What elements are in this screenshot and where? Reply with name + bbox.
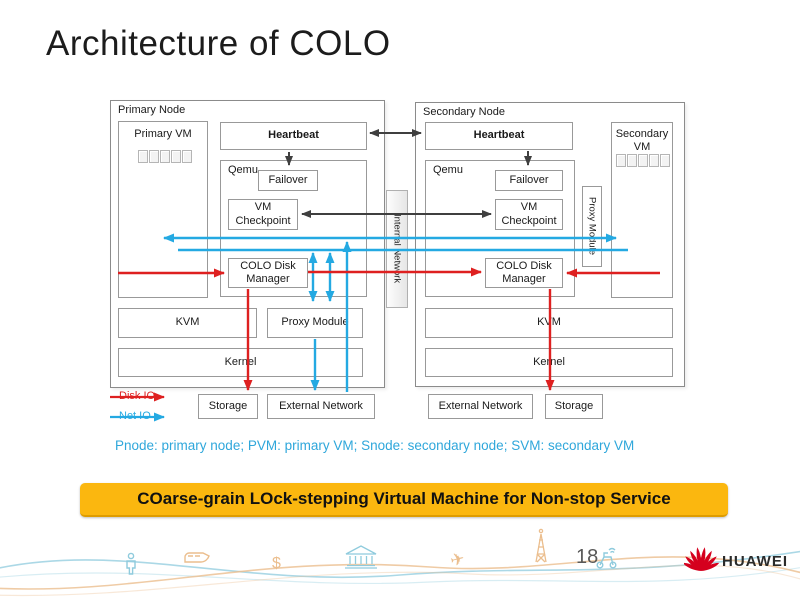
vcpu-square [182,150,192,163]
primary-external-network-box: External Network [267,394,375,419]
internal-network-box: Internal Network [386,190,408,308]
huawei-flower-icon [684,547,720,571]
vcpu-square [649,154,659,167]
vcpu-square [160,150,170,163]
primary-kvm-box: KVM [118,308,257,338]
legend-net-io: Net IO [119,410,151,422]
primary-failover-box: Failover [258,170,318,191]
primary-vm-vcpu-squares [138,150,192,163]
vcpu-square [149,150,159,163]
primary-qemu-label: Qemu [228,164,258,176]
secondary-vm-checkpoint-box: VM Checkpoint [495,199,563,230]
footer-decoration: $ ✈ [0,528,800,597]
page-number: 18 [576,546,599,568]
primary-heartbeat-box: Heartbeat [220,122,367,150]
scooter-icon [596,547,617,569]
primary-kernel-box: Kernel [118,348,363,377]
bank-icon [345,545,377,569]
secondary-vm-label: Secondary VM [615,128,669,154]
plane-icon: ✈ [448,549,467,572]
abbreviation-caption: Pnode: primary node; PVM: primary VM; Sn… [115,438,635,453]
wave-tan [0,556,800,590]
secondary-kvm-box: KVM [425,308,673,338]
banner: COarse-grain LOck-stepping Virtual Machi… [80,483,728,517]
secondary-failover-box: Failover [495,170,563,191]
primary-colo-disk-manager-box: COLO Disk Manager [228,258,308,288]
dollar-icon: $ [272,555,281,572]
wave-teal-faint [0,567,800,585]
secondary-qemu-label: Qemu [433,164,463,176]
secondary-kernel-box: Kernel [425,348,673,377]
train-icon [184,552,210,563]
vcpu-square [171,150,181,163]
vcpu-square [627,154,637,167]
secondary-vm-vcpu-squares [616,154,670,167]
slide-title: Architecture of COLO [46,24,391,63]
primary-node-title: Primary Node [118,104,186,116]
huawei-logo: HUAWEI [684,547,788,571]
secondary-heartbeat-box: Heartbeat [425,122,573,150]
secondary-colo-disk-manager-box: COLO Disk Manager [485,258,563,288]
tower-icon [535,528,547,563]
primary-vm-box: Primary VM [118,121,208,298]
primary-vm-label: Primary VM [134,128,192,140]
vcpu-square [660,154,670,167]
person-icon [126,552,136,575]
huawei-wordmark: HUAWEI [722,553,788,570]
primary-storage-box: Storage [198,394,258,419]
secondary-proxy-module-box: Proxy Module [582,186,602,267]
secondary-external-network-box: External Network [428,394,533,419]
secondary-vm-box: Secondary VM [611,122,673,298]
vcpu-square [638,154,648,167]
vcpu-square [616,154,626,167]
primary-vm-checkpoint-box: VM Checkpoint [228,199,298,230]
secondary-node-title: Secondary Node [423,106,505,118]
wave-teal [0,550,800,579]
legend-disk-io: Disk IO [119,390,156,402]
vcpu-square [138,150,148,163]
secondary-storage-box: Storage [545,394,603,419]
primary-proxy-module-box: Proxy Module [267,308,363,338]
